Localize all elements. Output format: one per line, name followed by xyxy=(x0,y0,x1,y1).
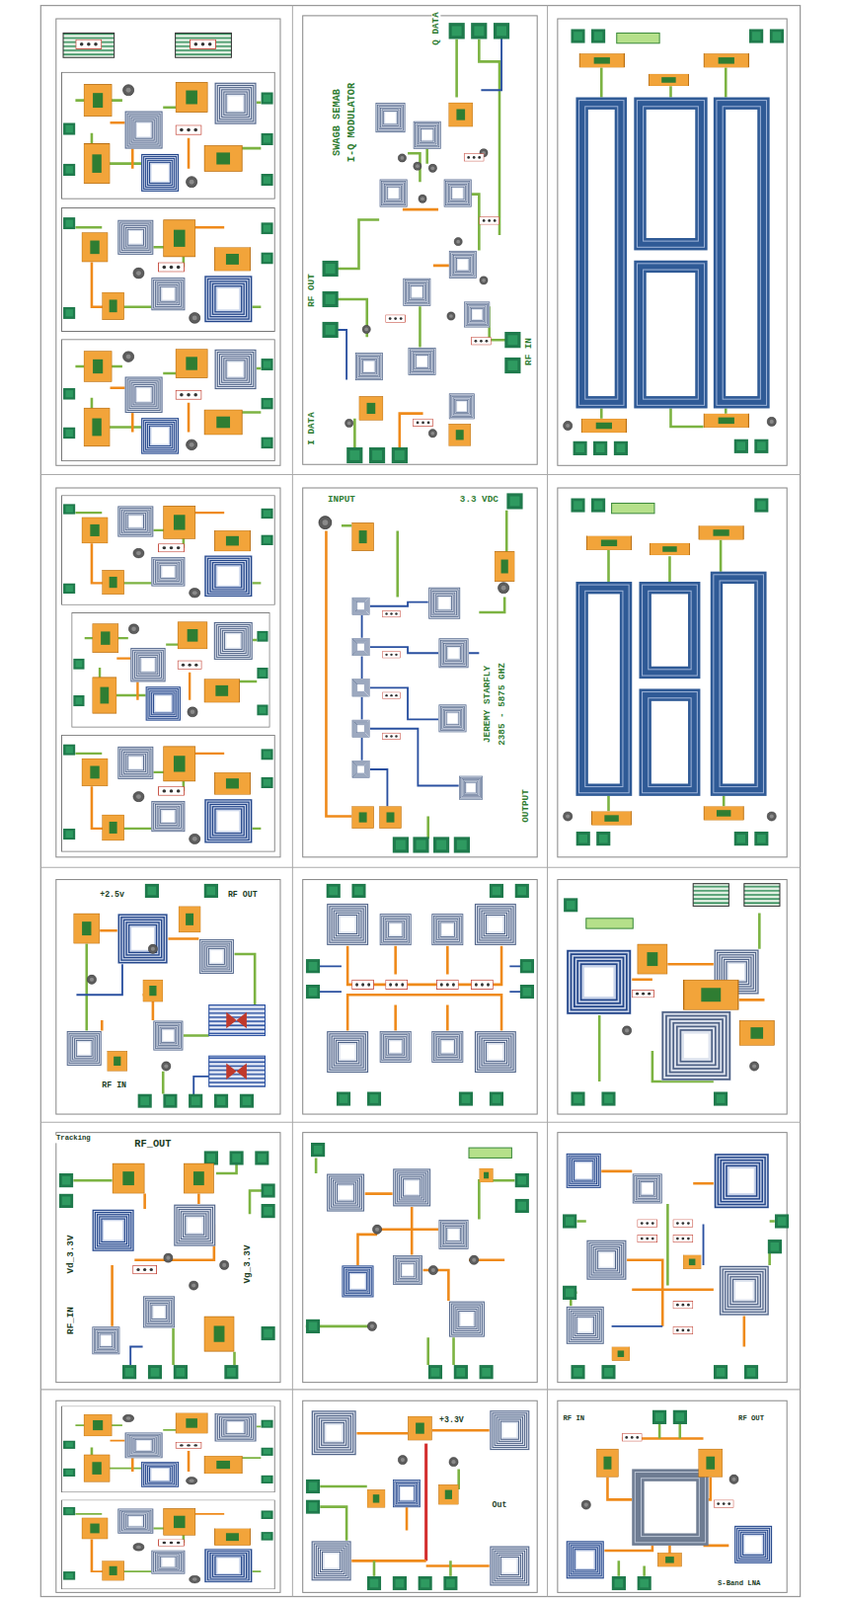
layout-label: I DATA xyxy=(306,410,316,446)
layout-label: RF OUT xyxy=(737,1415,766,1423)
layout-label: Tracking xyxy=(55,1135,92,1143)
layout-label: SWAGB SEMAB xyxy=(331,87,342,157)
layout-label: RF_IN xyxy=(67,1304,77,1335)
chip-r3-right xyxy=(557,879,787,1115)
layout-label: 2385 - 5875 GHZ xyxy=(497,661,507,747)
chip-balanced-r3 xyxy=(303,879,538,1115)
sheet-grid xyxy=(40,5,800,1597)
chip-r5-right xyxy=(557,1399,787,1592)
chip-r4-right xyxy=(557,1132,789,1382)
layout-label: RF OUT xyxy=(306,273,316,308)
chip-r1-left xyxy=(56,18,281,465)
layout-label: 3.3 VDC xyxy=(459,494,500,504)
layout-label: RF OUT xyxy=(227,889,259,898)
layout-label: +2.5v xyxy=(98,889,126,898)
layout-label: JEREMY STARFLY xyxy=(482,664,492,744)
chip-r5-left xyxy=(56,1399,281,1592)
chip-r2-right xyxy=(557,487,787,857)
layout-label: RF IN xyxy=(524,336,534,367)
chip-filter xyxy=(303,487,538,857)
layout-label: Vg_3.3V xyxy=(242,1243,252,1285)
layout-label: RF IN xyxy=(100,1080,128,1089)
chip-lna-r3 xyxy=(56,879,281,1115)
layout-label: Q DATA xyxy=(431,10,441,46)
chip-r5-center xyxy=(303,1399,538,1592)
chip-r4-left xyxy=(56,1132,281,1382)
layout-label: +3.3V xyxy=(438,1415,465,1424)
layout-label: RF IN xyxy=(562,1415,587,1423)
layout-label: S-Band LNA xyxy=(716,1579,762,1587)
layout-label: I-Q MODULATOR xyxy=(346,81,357,163)
layout-label: OUTPUT xyxy=(521,787,531,823)
chip-r2-left xyxy=(56,487,281,857)
layout-label: INPUT xyxy=(326,494,357,504)
layout-label: Vd_3.3V xyxy=(67,1233,77,1275)
chip-iq-modulator xyxy=(303,15,538,464)
chip-r4-center xyxy=(303,1132,538,1382)
chip-r1-right xyxy=(557,18,787,465)
layout-label: RF_OUT xyxy=(133,1137,172,1148)
layout-label: Out xyxy=(491,1500,509,1509)
